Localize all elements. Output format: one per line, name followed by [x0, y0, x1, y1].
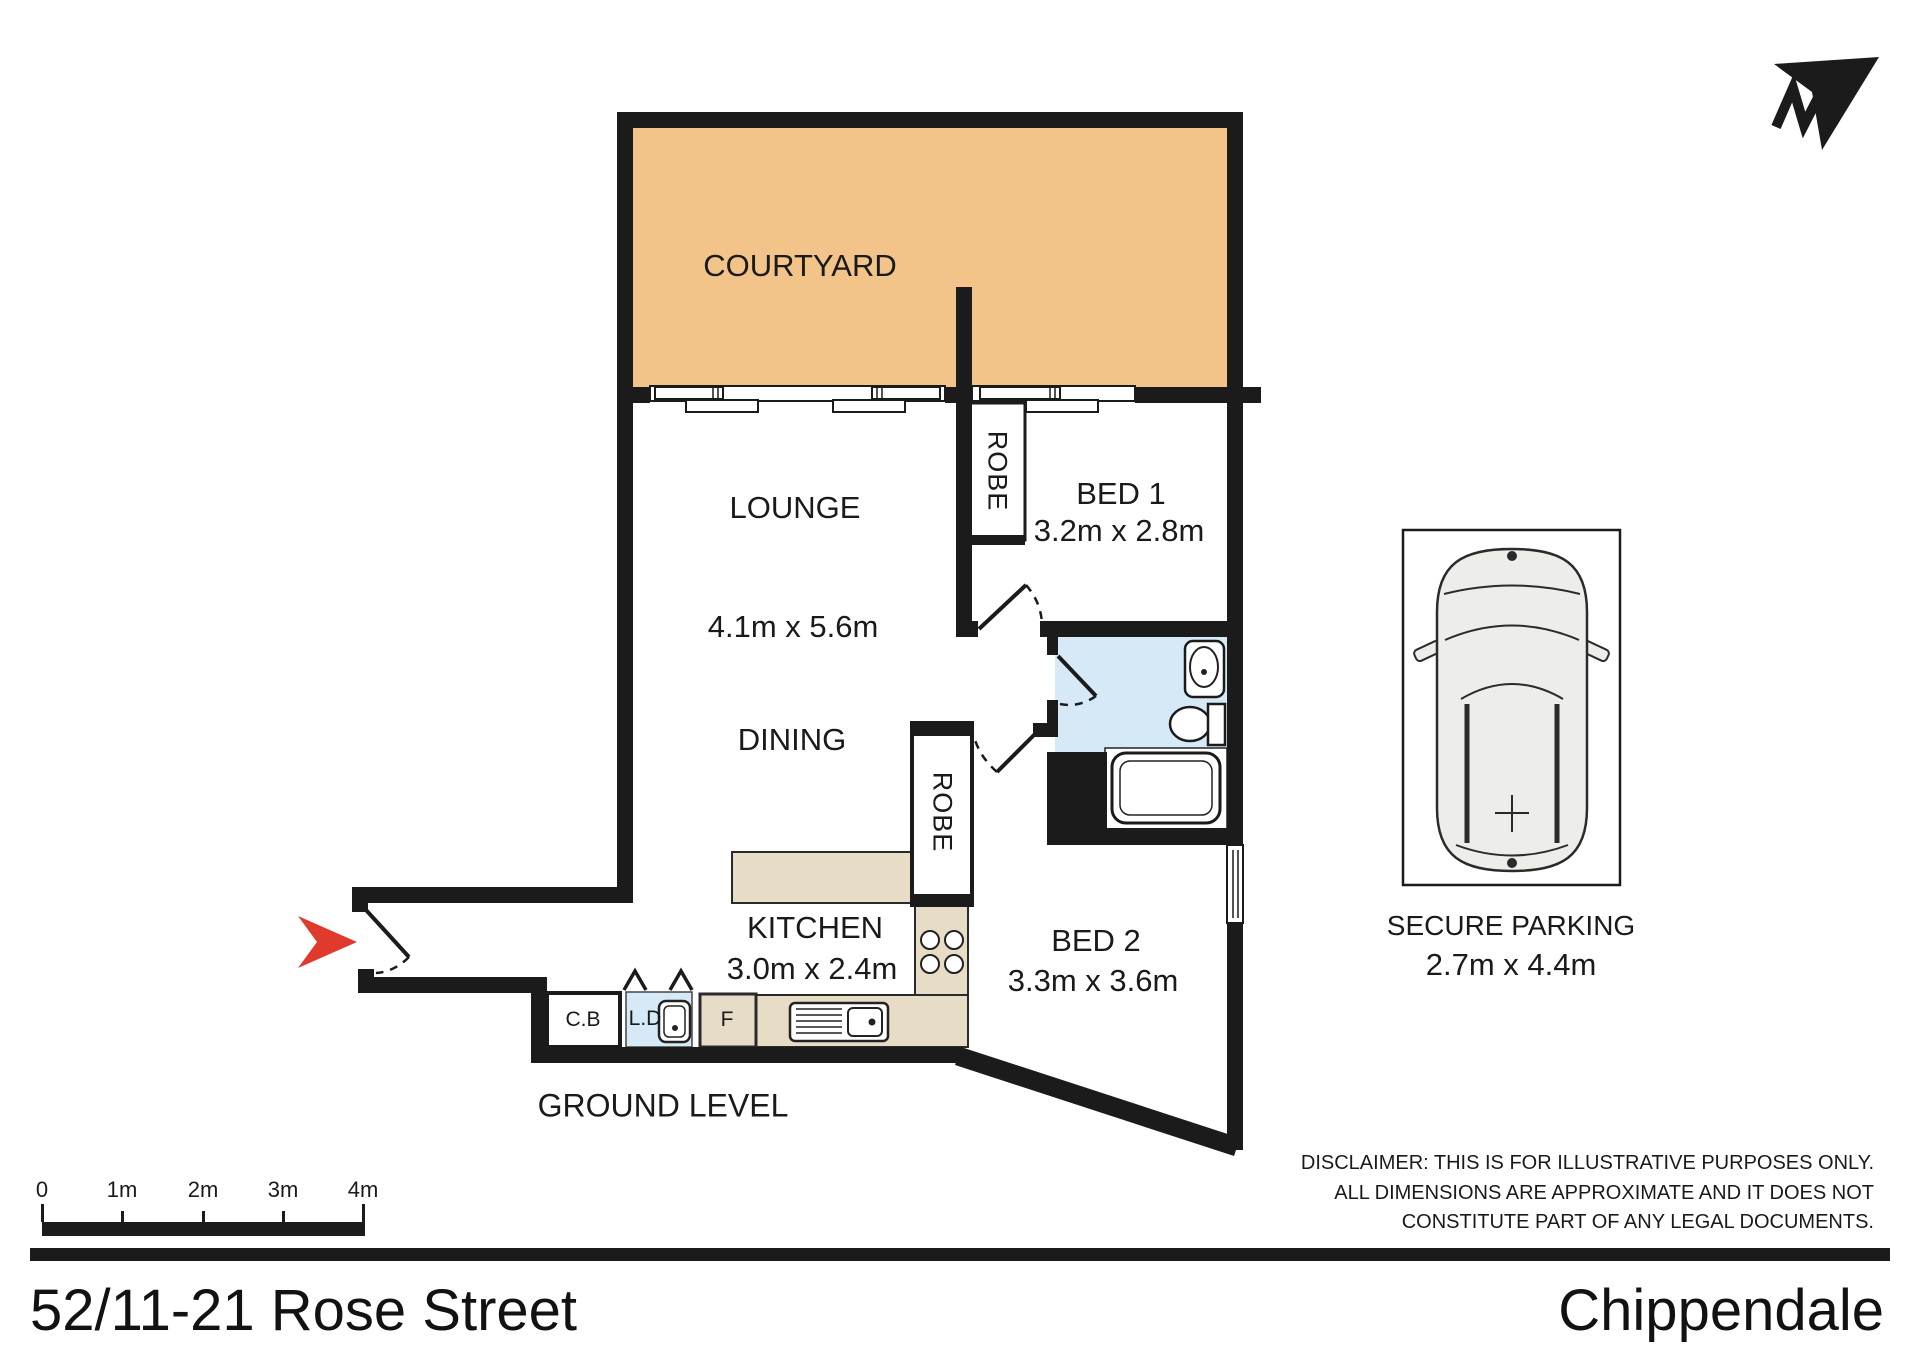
- lounge-sliding-panel-1: [685, 399, 759, 413]
- toilet-bowl: [1168, 705, 1212, 743]
- laundry-label: L.D: [628, 1007, 662, 1030]
- courtyard-top-wall: [617, 112, 1243, 128]
- robe2-base: [912, 894, 972, 905]
- lounge-bed1-wall: [956, 403, 972, 637]
- bathroom-top-wall: [1040, 621, 1227, 637]
- bed2-door-leaf: [995, 727, 1042, 774]
- entry-bottom-wall: [358, 977, 547, 993]
- disclaimer-line-2: ALL DIMENSIONS ARE APPROXIMATE AND IT DO…: [1334, 1181, 1874, 1204]
- robe1-label: ROBE: [982, 430, 1013, 512]
- bathroom-bottom-wall: [1047, 828, 1227, 845]
- courtyard-left-wall: [617, 112, 633, 403]
- doors: [364, 583, 1098, 975]
- fridge-space: [698, 992, 758, 1049]
- car-icon: [1413, 547, 1610, 873]
- suburb-title: Chippendale: [1558, 1278, 1884, 1343]
- robe-closets: [910, 401, 1027, 907]
- entry-door-arc: [375, 956, 410, 975]
- step-wall: [531, 977, 547, 1063]
- scale-bar: [41, 1204, 365, 1236]
- laundry-sink: [657, 999, 692, 1044]
- courtyard-area: [633, 128, 1227, 387]
- parking-dims: 2.7m x 4.4m: [1425, 947, 1597, 982]
- bathroom-door-arc: [1059, 694, 1097, 707]
- cupboard-label: C.B: [565, 1008, 601, 1031]
- right-wall-lower: [1227, 923, 1243, 1150]
- left-wall: [617, 403, 633, 903]
- dining-label: DINING: [737, 722, 847, 757]
- robe2-cap: [912, 723, 972, 736]
- windows: [649, 385, 1244, 924]
- bottom-wall: [531, 1047, 963, 1063]
- right-wall-upper: [1227, 112, 1243, 845]
- entry-door-leaf: [364, 908, 411, 959]
- bed2-dims: 3.3m x 3.6m: [1007, 963, 1179, 998]
- scale-label-2m: 2m: [187, 1177, 219, 1202]
- entry-top-wall: [352, 887, 633, 903]
- address-title: 52/11-21 Rose Street: [30, 1278, 578, 1343]
- entry-arrow-icon: [298, 916, 357, 968]
- walls: [352, 112, 1261, 1150]
- courtyard-partition-wall: [956, 287, 972, 403]
- robe1-base: [968, 535, 1025, 545]
- disclaimer-line-3: CONSTITUTE PART OF ANY LEGAL DOCUMENTS.: [1401, 1211, 1874, 1233]
- fridge-label: F: [720, 1008, 734, 1031]
- parking-title: SECURE PARKING: [1386, 910, 1636, 941]
- bed2-label: BED 2: [1051, 923, 1141, 958]
- ground-level-label: GROUND LEVEL: [537, 1087, 789, 1124]
- lounge-sliding-panel-2: [832, 399, 906, 413]
- bed1-label: BED 1: [1076, 476, 1166, 511]
- footer-divider: [30, 1248, 1890, 1261]
- kitchen-island-bench: [731, 851, 913, 904]
- kitchen-sink: [788, 1001, 890, 1043]
- laundry-door-symbols: [622, 967, 694, 991]
- bath-surround: [1047, 752, 1107, 830]
- bathtub-inner: [1119, 760, 1213, 816]
- lounge-dims: 4.1m x 5.6m: [707, 609, 879, 644]
- bed1-dims: 3.2m x 2.8m: [1033, 513, 1205, 548]
- bed2-door-arc: [973, 739, 998, 773]
- north-arrow-icon: [1771, 57, 1879, 150]
- scale-label-3m: 3m: [267, 1177, 299, 1202]
- kitchen-dims: 3.0m x 2.4m: [726, 951, 898, 986]
- bed1-door-arc: [1025, 584, 1044, 625]
- robe2-label: ROBE: [927, 771, 958, 853]
- bed2-window: [1226, 844, 1244, 924]
- kitchen-label: KITCHEN: [746, 910, 884, 945]
- disclaimer-text: DISCLAIMER: THIS IS FOR ILLUSTRATIVE PUR…: [1301, 1149, 1874, 1238]
- bed1-sliding-panel: [1025, 399, 1099, 413]
- lounge-label: LOUNGE: [729, 490, 861, 525]
- bathroom-door-leaf: [1056, 654, 1098, 698]
- scale-label-4m: 4m: [347, 1177, 379, 1202]
- stove-cooktop: [920, 930, 964, 974]
- scale-label-0: 0: [35, 1177, 49, 1202]
- toilet-tank: [1206, 702, 1227, 747]
- bathroom-fixtures: [1104, 639, 1228, 831]
- bathtub: [1110, 751, 1222, 825]
- courtyard-label: COURTYARD: [703, 248, 897, 283]
- parking-bay: [1401, 528, 1622, 887]
- scale-label-1m: 1m: [106, 1177, 138, 1202]
- disclaimer-line-1: DISCLAIMER: THIS IS FOR ILLUSTRATIVE PUR…: [1300, 1152, 1874, 1174]
- bed1-door-leaf: [977, 583, 1028, 631]
- bed2-diagonal-wall: [955, 1046, 1240, 1157]
